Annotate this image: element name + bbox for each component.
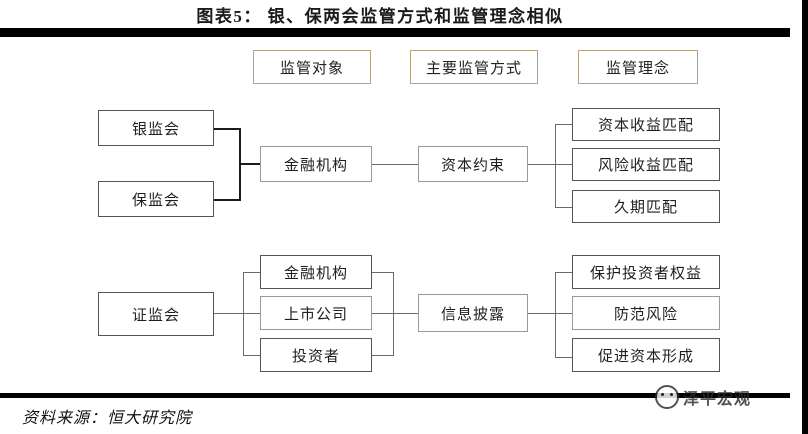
node-financial-institution-lower: 金融机构: [260, 255, 372, 289]
node-cbrc: 银监会: [98, 110, 214, 146]
connector-bus-to-concept-3-lower: [555, 357, 572, 358]
connector-circ-out: [214, 199, 240, 201]
source-note: 资料来源：恒大研究院: [22, 410, 193, 427]
header-box-regulated-objects: 监管对象: [253, 50, 371, 84]
node-protect-investor-rights: 保护投资者权益: [572, 255, 720, 289]
node-circ: 保监会: [98, 181, 214, 217]
node-capital-constraint: 资本约束: [418, 146, 528, 182]
connector-object-2-out-lower: [372, 313, 394, 314]
connector-concepts-bus-lower: [555, 272, 556, 358]
node-investor: 投资者: [260, 338, 372, 372]
connector-merge-to-method-lower: [393, 313, 418, 314]
connector-object-to-method-upper: [372, 164, 418, 165]
connector-bus-to-concept-1-upper: [555, 124, 572, 125]
connector-method-out-upper: [528, 164, 556, 165]
connector-object-1-out-lower: [372, 272, 394, 273]
connector-csrc-out: [214, 313, 244, 314]
bottom-divider-bar: [0, 393, 790, 398]
node-promote-capital-formation: 促进资本形成: [572, 338, 720, 372]
connector-concepts-bus-upper: [555, 124, 556, 208]
node-risk-return-match: 风险收益匹配: [572, 148, 720, 181]
connector-bus-to-concept-2-lower: [555, 313, 572, 314]
connector-objects-bus-lower: [243, 272, 244, 356]
connector-cbrc-out: [214, 128, 240, 130]
round-face-logo-icon: [655, 385, 679, 409]
node-information-disclosure: 信息披露: [418, 294, 528, 332]
connector-bus-to-concept-1-lower: [555, 272, 572, 273]
connector-bus-to-object: [239, 163, 261, 165]
connector-method-out-lower: [528, 313, 556, 314]
connector-bus-to-object-2-lower: [243, 313, 260, 314]
node-prevent-risk: 防范风险: [572, 296, 720, 330]
watermark-label: 泽平宏观: [683, 391, 752, 408]
connector-bus-to-object-3-lower: [243, 355, 260, 356]
header-box-main-methods: 主要监管方式: [410, 50, 538, 84]
top-divider-bar: [0, 28, 790, 37]
node-capital-return-match: 资本收益匹配: [572, 108, 720, 141]
right-edge-bar: [802, 0, 808, 434]
node-csrc: 证监会: [98, 292, 214, 336]
connector-bus-to-concept-2-upper: [555, 164, 572, 165]
header-box-regulatory-concepts: 监管理念: [578, 50, 698, 84]
connector-object-3-out-lower: [372, 355, 394, 356]
connector-objects-merge-bus-lower: [393, 272, 394, 356]
figure-title: 图表5： 银、保两会监管方式和监管理念相似: [196, 7, 564, 26]
node-financial-institution-upper: 金融机构: [260, 146, 372, 182]
node-listed-company: 上市公司: [260, 296, 372, 330]
node-duration-match: 久期匹配: [572, 190, 720, 223]
connector-bus-to-object-1-lower: [243, 272, 260, 273]
connector-bus-to-concept-3-upper: [555, 207, 572, 208]
watermark: 泽平宏观: [655, 385, 751, 409]
